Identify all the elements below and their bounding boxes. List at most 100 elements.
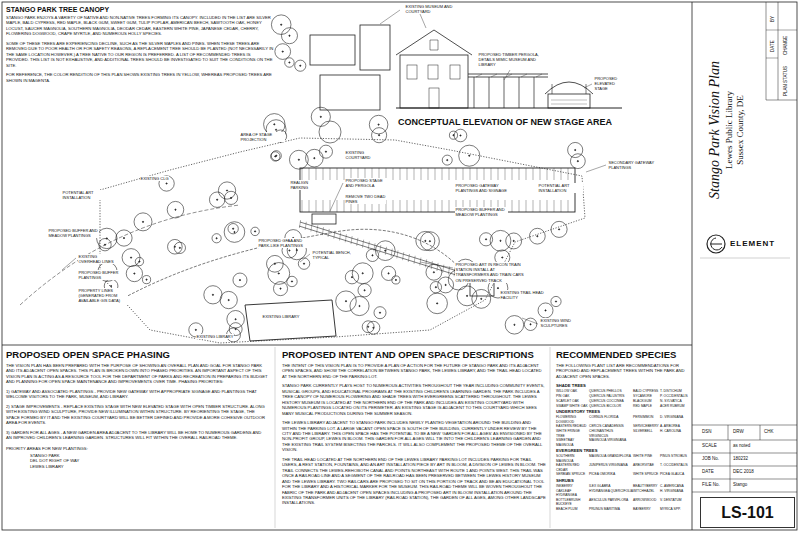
tree-symbol	[352, 263, 373, 284]
section-heading: STANGO PARK TREE CANOPY	[6, 5, 276, 14]
parking-stall	[568, 168, 569, 180]
tree-trunk	[281, 24, 282, 25]
window	[428, 65, 438, 79]
table-cell: A. ARBOREA	[660, 424, 688, 428]
tree-canopy	[506, 233, 522, 249]
info-grid-line	[692, 492, 797, 493]
body-text: THE VISION PLAN HAS BEEN PREPARED WITH T…	[6, 363, 268, 385]
table-cell: MAGNOLIA VIRGINIANA	[589, 438, 633, 442]
section-heading: PROPOSED OPEN SPACE PHASING	[6, 349, 170, 361]
tree-canopy	[392, 276, 400, 284]
tree-symbol	[311, 107, 330, 126]
rail-tie	[368, 241, 369, 249]
tree-canopy	[285, 58, 294, 67]
museum-elevation	[400, 55, 468, 108]
tree-symbol	[336, 291, 357, 312]
tree-symbol	[427, 293, 448, 314]
table-cell: WHITE FRINGE TREE	[556, 429, 589, 438]
table-cell: BALD CYPRESS	[633, 389, 660, 393]
tree-canopy	[135, 257, 143, 265]
tree-trunk	[228, 299, 229, 300]
tree-trunk	[345, 301, 346, 302]
tree-canopy	[306, 149, 324, 167]
rail-tie	[345, 234, 346, 242]
callout-label: REALIGN PARKING	[290, 180, 325, 190]
callout-label: EXISTING CLG	[140, 176, 169, 181]
info-cell: DSN	[702, 429, 712, 435]
tree-canopy	[538, 303, 553, 318]
callout-label: EXISTING MUSEUM AND COURTYARD	[405, 4, 466, 14]
tree-trunk	[447, 160, 448, 161]
table-cell: PICEA OMORIKA	[589, 472, 633, 476]
project-client: Lewes Public Library	[723, 91, 734, 169]
parking-stall	[414, 200, 415, 212]
table-cell: ARBORVITAE	[633, 463, 660, 467]
tree-trunk	[179, 247, 180, 248]
tree-symbol	[233, 273, 247, 287]
tree-canopy	[426, 264, 442, 280]
body-text: PRIORITY AREAS FOR NEW PLANTINGS:	[6, 446, 268, 451]
tree-trunk	[429, 241, 430, 242]
rail-tie	[385, 247, 386, 255]
info-grid-line	[730, 440, 731, 492]
parking-stall	[505, 168, 506, 180]
tree-canopy	[227, 310, 245, 328]
body-text: THE FOLLOWING PLANT LIST ARE RECOMMENDAT…	[556, 363, 688, 379]
window	[450, 65, 460, 79]
callout-label: PROPOSED GFAA AND PARK-LIKE PLANTINGS	[258, 238, 309, 248]
sheet-number: LS-101	[721, 503, 773, 523]
revision-table-line	[766, 100, 797, 101]
parking-stall	[477, 168, 478, 180]
tree-trunk	[500, 240, 501, 241]
tree-symbol	[538, 303, 553, 318]
parking-stall	[540, 168, 541, 180]
parking-stall	[323, 200, 324, 212]
tree-trunk	[212, 294, 213, 295]
title-block-divider	[692, 2, 693, 530]
parking-stall	[449, 200, 450, 212]
parking-stall	[393, 168, 394, 180]
info-grid-line	[692, 425, 797, 426]
column-divider	[275, 347, 276, 528]
body-text: THE INTENT OF THIS VISION PLAN IS TO PRO…	[282, 363, 546, 379]
parking-stall	[435, 168, 436, 180]
tree-trunk	[298, 159, 299, 160]
stage-canopy	[545, 82, 593, 94]
tree-trunk	[575, 149, 576, 150]
tree-symbol	[416, 231, 435, 250]
table-cell: SWAMP WHITE OAK	[556, 404, 589, 408]
logo-mark	[707, 235, 725, 253]
rail-tie	[317, 225, 318, 233]
tree-canopy	[459, 145, 480, 166]
leader-line	[62, 258, 76, 270]
table-cell: SWEETBAY MAGNOLIA	[556, 438, 589, 447]
firm-logo-text: ELEMENT	[730, 239, 775, 249]
pergola-post	[474, 77, 475, 108]
parking-stall	[393, 200, 394, 212]
tree-symbol	[298, 258, 309, 269]
tree-trunk	[395, 279, 396, 280]
tree-symbol	[438, 277, 454, 293]
tree-canopy	[204, 286, 222, 304]
tree-symbol	[285, 58, 294, 67]
tree-symbol	[271, 151, 281, 161]
tree-trunk	[388, 273, 389, 274]
info-grid-line	[692, 453, 797, 454]
tree-trunk	[514, 324, 515, 325]
parking-stall	[414, 168, 415, 180]
museum-building	[360, 25, 390, 70]
table-cell: D. VIRGINIANA	[660, 415, 688, 419]
project-title: Stango Park Vision Plan	[705, 61, 723, 199]
tree-symbol	[295, 60, 306, 71]
tree-canopy	[551, 296, 561, 306]
tree-trunk	[453, 135, 454, 136]
drawing-title: CONCEPTUAL ELEVATION OF NEW STAGE AREA	[398, 117, 612, 129]
tree-trunk	[275, 129, 276, 130]
rail-tie	[380, 245, 381, 253]
table-cell: CORNUS FLORIDA	[589, 415, 633, 419]
parking-stall	[547, 200, 548, 212]
tree-trunk	[130, 257, 131, 258]
table-cell: QUERCUS COCCINEA	[589, 399, 633, 403]
tree-symbol	[209, 192, 224, 207]
